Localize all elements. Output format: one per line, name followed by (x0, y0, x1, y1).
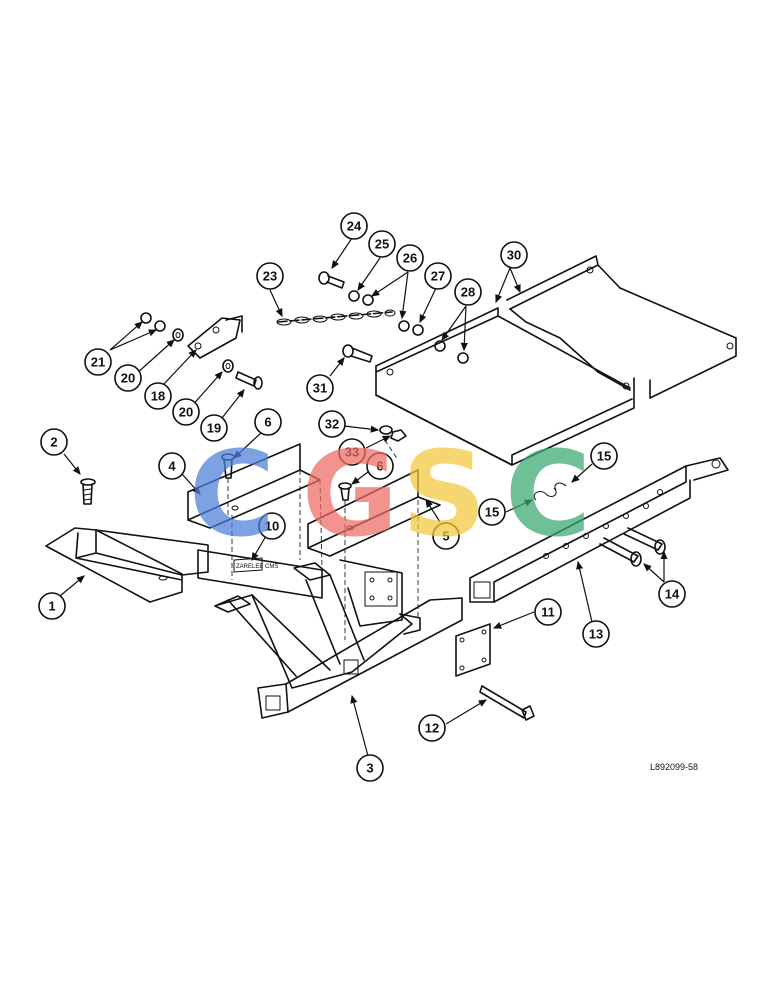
watermark-letter-c-green: C (505, 425, 592, 563)
reference-code: L892099-58 (650, 762, 698, 772)
callout-33: 33 (338, 438, 366, 466)
callout-label: 24 (347, 219, 362, 234)
watermark-letter-g-red: G (302, 425, 399, 563)
watermark-letter-c-blue: C (189, 425, 276, 563)
callout-5: 5 (432, 522, 460, 550)
callout-28: 28 (454, 278, 482, 306)
callout-18: 18 (144, 382, 172, 410)
washer-part-20-a (172, 328, 184, 342)
callout-label: 10 (265, 519, 279, 534)
callout-label: 6 (264, 415, 271, 430)
washer-part-26-a (362, 294, 374, 306)
callout-label: 3 (366, 761, 373, 776)
washer-part-26-b (398, 320, 410, 332)
callout-label: 20 (179, 405, 193, 420)
callout-27: 27 (424, 262, 452, 290)
callout-20-a: 20 (114, 364, 142, 392)
callout-14: 14 (658, 580, 686, 608)
callout-label: 2 (50, 435, 57, 450)
callout-10: 10 (258, 512, 286, 540)
drawbar-part-1 (45, 527, 209, 603)
callout-label: 19 (207, 421, 221, 436)
chain-part-23 (276, 309, 396, 326)
callout-label: 5 (442, 529, 449, 544)
callout-21: 21 (84, 348, 112, 376)
callout-4: 4 (158, 452, 186, 480)
callout-label: 6 (376, 459, 383, 474)
callout-label: 33 (345, 445, 359, 460)
callout-26: 26 (396, 244, 424, 272)
bolt-part-12 (479, 685, 535, 721)
callout-label: 12 (425, 721, 439, 736)
callout-13: 13 (582, 620, 610, 648)
watermark-letter-s-yellow: S (402, 425, 487, 563)
callout-6-b: 6 (366, 452, 394, 480)
callout-31: 31 (306, 374, 334, 402)
callout-label: 21 (91, 355, 105, 370)
callout-label: 20 (121, 371, 135, 386)
callout-label: 27 (431, 269, 445, 284)
frame-part-3 (197, 549, 463, 719)
bolt-part-2 (80, 478, 96, 505)
callout-15-a: 15 (590, 442, 618, 470)
platform-part-30 (375, 255, 737, 466)
alignment-lines (227, 439, 419, 640)
callout-label: 30 (507, 248, 521, 263)
callout-11: 11 (534, 598, 562, 626)
callout-23: 23 (256, 262, 284, 290)
callout-2: 2 (40, 428, 68, 456)
callout-label: 28 (461, 285, 475, 300)
callout-12: 12 (418, 714, 446, 742)
callout-label: 26 (403, 251, 417, 266)
pins-part-14 (599, 527, 666, 567)
callout-label: 15 (485, 505, 499, 520)
callout-label: 18 (151, 389, 165, 404)
nut-part-21-b (154, 320, 166, 332)
bolt-part-24 (318, 271, 345, 289)
callout-3: 3 (356, 754, 384, 782)
callout-label: 31 (313, 381, 327, 396)
hinge-plate-part-18 (187, 315, 243, 359)
callout-label: 4 (168, 459, 176, 474)
callout-label: 15 (597, 449, 611, 464)
watermark: C G S C (189, 425, 592, 563)
callout-25: 25 (368, 230, 396, 258)
callout-19: 19 (200, 414, 228, 442)
screw-part-6-b (338, 482, 352, 501)
callout-20-b: 20 (172, 398, 200, 426)
callout-6-a: 6 (254, 408, 282, 436)
callout-24: 24 (340, 212, 368, 240)
nut-part-28-a (434, 340, 446, 352)
callout-label: 11 (541, 605, 555, 620)
callout-30: 30 (500, 241, 528, 269)
callout-label: 14 (665, 587, 680, 602)
nut-part-33 (390, 429, 407, 442)
callout-label: 25 (375, 237, 389, 252)
callout-15-b: 15 (478, 498, 506, 526)
callout-label: 1 (48, 599, 55, 614)
callout-32: 32 (318, 410, 346, 438)
washer-part-25 (348, 290, 360, 302)
washer-part-20-b (222, 359, 234, 373)
nut-part-27 (412, 324, 424, 336)
nut-part-28-b (457, 352, 469, 364)
tube-part-13 (469, 457, 729, 603)
callout-label: 32 (325, 417, 339, 432)
nut-part-21-a (140, 312, 152, 324)
bolt-part-19 (235, 371, 263, 390)
decal-text: ZARELEE CMS (236, 564, 278, 570)
plate-part-11 (455, 623, 491, 677)
callout-1: 1 (38, 592, 66, 620)
callout-label: 13 (589, 627, 603, 642)
nut-part-32 (379, 425, 393, 435)
callout-label: 23 (263, 269, 277, 284)
bolt-part-31 (342, 344, 373, 363)
clips-part-15 (533, 482, 567, 501)
